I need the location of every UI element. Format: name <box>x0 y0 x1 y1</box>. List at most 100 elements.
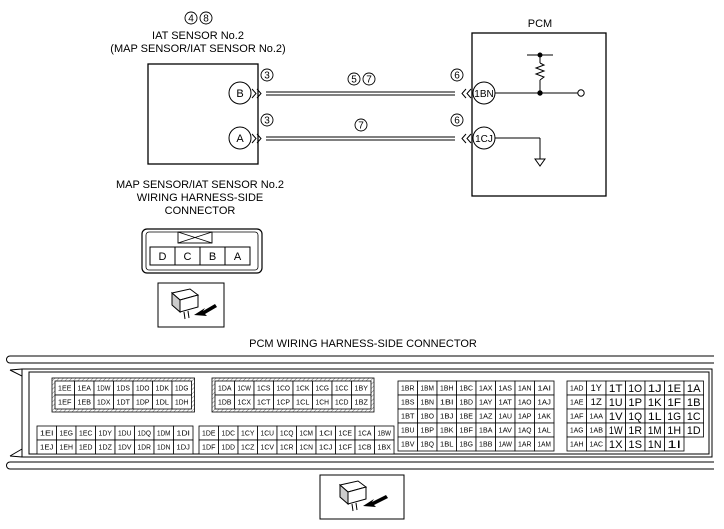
wire-lower <box>251 133 472 144</box>
pcm-terminal-label: 1DZ <box>99 443 113 452</box>
pcm-terminal-label: 1CZ <box>241 443 255 452</box>
pcm-terminal-label: 1W <box>609 425 623 437</box>
pcm-title: PCM <box>528 18 552 30</box>
pcm-terminal-label: 1BE <box>460 412 474 421</box>
wire-upper <box>251 88 472 99</box>
pcm-terminal-label: 1DW <box>97 384 111 393</box>
pcm-terminal-label: 1CS <box>257 384 271 393</box>
pcm-terminal-label: 1ED <box>79 443 92 452</box>
pcm-terminal-label: 1AV <box>499 426 513 435</box>
pcm-terminal-label: 1AC <box>590 440 603 449</box>
pcm-terminal-label: 1CP <box>277 398 291 407</box>
pcm-terminal-label: 1CK <box>296 384 310 393</box>
pcm-terminal-label: 1Z <box>591 397 603 407</box>
sensor-harness-title-2: WIRING HARNESS-SIDE <box>137 192 264 204</box>
pcm-terminal-label: 1CL <box>296 398 309 407</box>
pcm-terminal-cell <box>171 394 192 410</box>
sensor-ref-numbers: 4 8 <box>184 11 213 25</box>
wire-upper-refs: 3 5 7 6 <box>260 68 464 86</box>
pcm-terminal-label: 1EI <box>40 429 53 438</box>
pcm-terminal-label: 1DS <box>117 384 131 393</box>
pcm-terminal-label: 1T <box>609 383 623 395</box>
wire-upper-mid-ref-1: 5 <box>351 75 357 86</box>
pcm-terminal-label: 1CC <box>335 384 348 393</box>
pcm-terminal-label: 1DC <box>222 429 235 438</box>
pcm-terminal-label: 1AM <box>538 440 551 449</box>
pcm-connector-view-icon <box>319 474 405 520</box>
pcm-terminal-label: 1BR <box>401 384 414 393</box>
pcm-terminal-label: 1BK <box>440 426 454 435</box>
sensor-ref-1: 4 <box>188 14 194 25</box>
pcm-terminal-label: 1CY <box>241 429 255 438</box>
pcm-terminal-label: 1DX <box>97 398 111 407</box>
pcm-terminal-label: 1AU <box>499 412 512 421</box>
sensor-pin-a-label: A <box>236 133 244 145</box>
pcm-terminal-label: 1DJ <box>177 443 191 452</box>
pcm-terminal-label: 1EF <box>58 398 72 407</box>
pcm-terminal-label: 1CM <box>300 429 313 438</box>
pcm-terminal-label: 1CX <box>238 398 252 407</box>
pcm-terminal-label: 1B <box>687 397 701 409</box>
wire-upper-mid-ref-2: 7 <box>366 75 372 86</box>
pcm-terminal-label: 1R <box>628 425 642 437</box>
pcm-terminal-label: 1CJ <box>319 443 333 452</box>
sensor-pin-a <box>228 126 252 150</box>
pcm-terminal-label: 1AK <box>538 412 552 421</box>
sensor-pin-b-label: B <box>236 88 243 100</box>
pcm-terminal-label: 1DL <box>156 398 169 407</box>
pcm-terminal-label: 1Y <box>591 383 602 393</box>
pcm-terminal-label: 1AY <box>479 398 493 407</box>
pcm-terminal-label: 1CH <box>316 398 329 407</box>
pcm-terminal-label: 1BJ <box>440 412 454 421</box>
pcm-terminal-label: 1AT <box>499 398 513 407</box>
pcm-terminal-label: 1AZ <box>479 412 493 421</box>
pcm-terminal-label: 1AO <box>518 398 532 407</box>
pcm-terminal-label: 1CD <box>335 398 348 407</box>
pcm-terminal-label: 1BY <box>355 384 369 393</box>
pcm-terminal-label: 1AP <box>518 412 532 421</box>
pcm-terminal-label: 1H <box>667 425 681 437</box>
pcm-terminal-label: 1AF <box>570 412 584 421</box>
pcm-terminal-label: 1EH <box>60 443 73 452</box>
pcm-terminal-label: 1BQ <box>421 440 435 449</box>
pcm-terminal-label: 1CG <box>316 384 330 393</box>
pcm-terminal-label: 1CU <box>261 429 274 438</box>
pcm-terminal-label: 1CW <box>238 384 252 393</box>
pcm-connector-body <box>6 355 714 470</box>
pcm-terminal-label: 1BU <box>401 426 414 435</box>
pcm-terminal-label: 1Q <box>628 411 642 423</box>
sensor-pin-b <box>228 81 252 105</box>
pcm-terminal-label: 1AW <box>499 440 513 449</box>
pcm-terminal-label: 1BI <box>440 398 453 407</box>
pcm-terminal-label: 1CA <box>358 429 372 438</box>
pcm-terminal-label: 1V <box>609 411 623 423</box>
connector-view-icon <box>157 282 225 328</box>
sensor-subtitle: (MAP SENSOR/IAT SENSOR No.2) <box>110 43 285 55</box>
pcm-terminal-label: 1AA <box>590 412 604 421</box>
pcm-terminal-cell <box>351 394 372 410</box>
pcm-terminal-label: 1EJ <box>40 443 54 452</box>
pcm-terminal-label: 1CI <box>319 429 332 438</box>
pcm-terminal-label: 1DY <box>99 429 113 438</box>
pcm-terminal-label: 1BG <box>460 440 474 449</box>
pcm-terminal-cell <box>374 439 395 455</box>
pcm-terminal-label: 1DM <box>157 429 170 438</box>
pcm-terminal-label: 1DR <box>138 443 151 452</box>
pcm-terminal-label: 1DO <box>136 384 150 393</box>
pcm-terminal-label: 1CF <box>339 443 353 452</box>
pcm-terminal-label: 1CT <box>257 398 271 407</box>
pcm-terminal-label: 1DB <box>218 398 232 407</box>
pcm-terminal-label: 1J <box>648 383 662 395</box>
pcm-terminal-label: 1BB <box>479 440 493 449</box>
pcm-terminal-label: 1M <box>648 425 662 437</box>
pcm-terminal-label: 1DF <box>202 443 216 452</box>
pcm-terminal-label: 1O <box>628 383 642 395</box>
pcm-terminal-cell <box>664 436 685 452</box>
pcm-terminal-label: 1AG <box>570 426 584 435</box>
wire-lower-refs: 3 7 6 <box>260 113 464 132</box>
pcm-terminal-label: 1CB <box>358 443 372 452</box>
pcm-terminal-label: 1DP <box>136 398 150 407</box>
pcm-terminal-label: 1AN <box>518 384 531 393</box>
pcm-box <box>471 32 607 197</box>
pcm-terminal-label: 1X <box>609 439 623 451</box>
